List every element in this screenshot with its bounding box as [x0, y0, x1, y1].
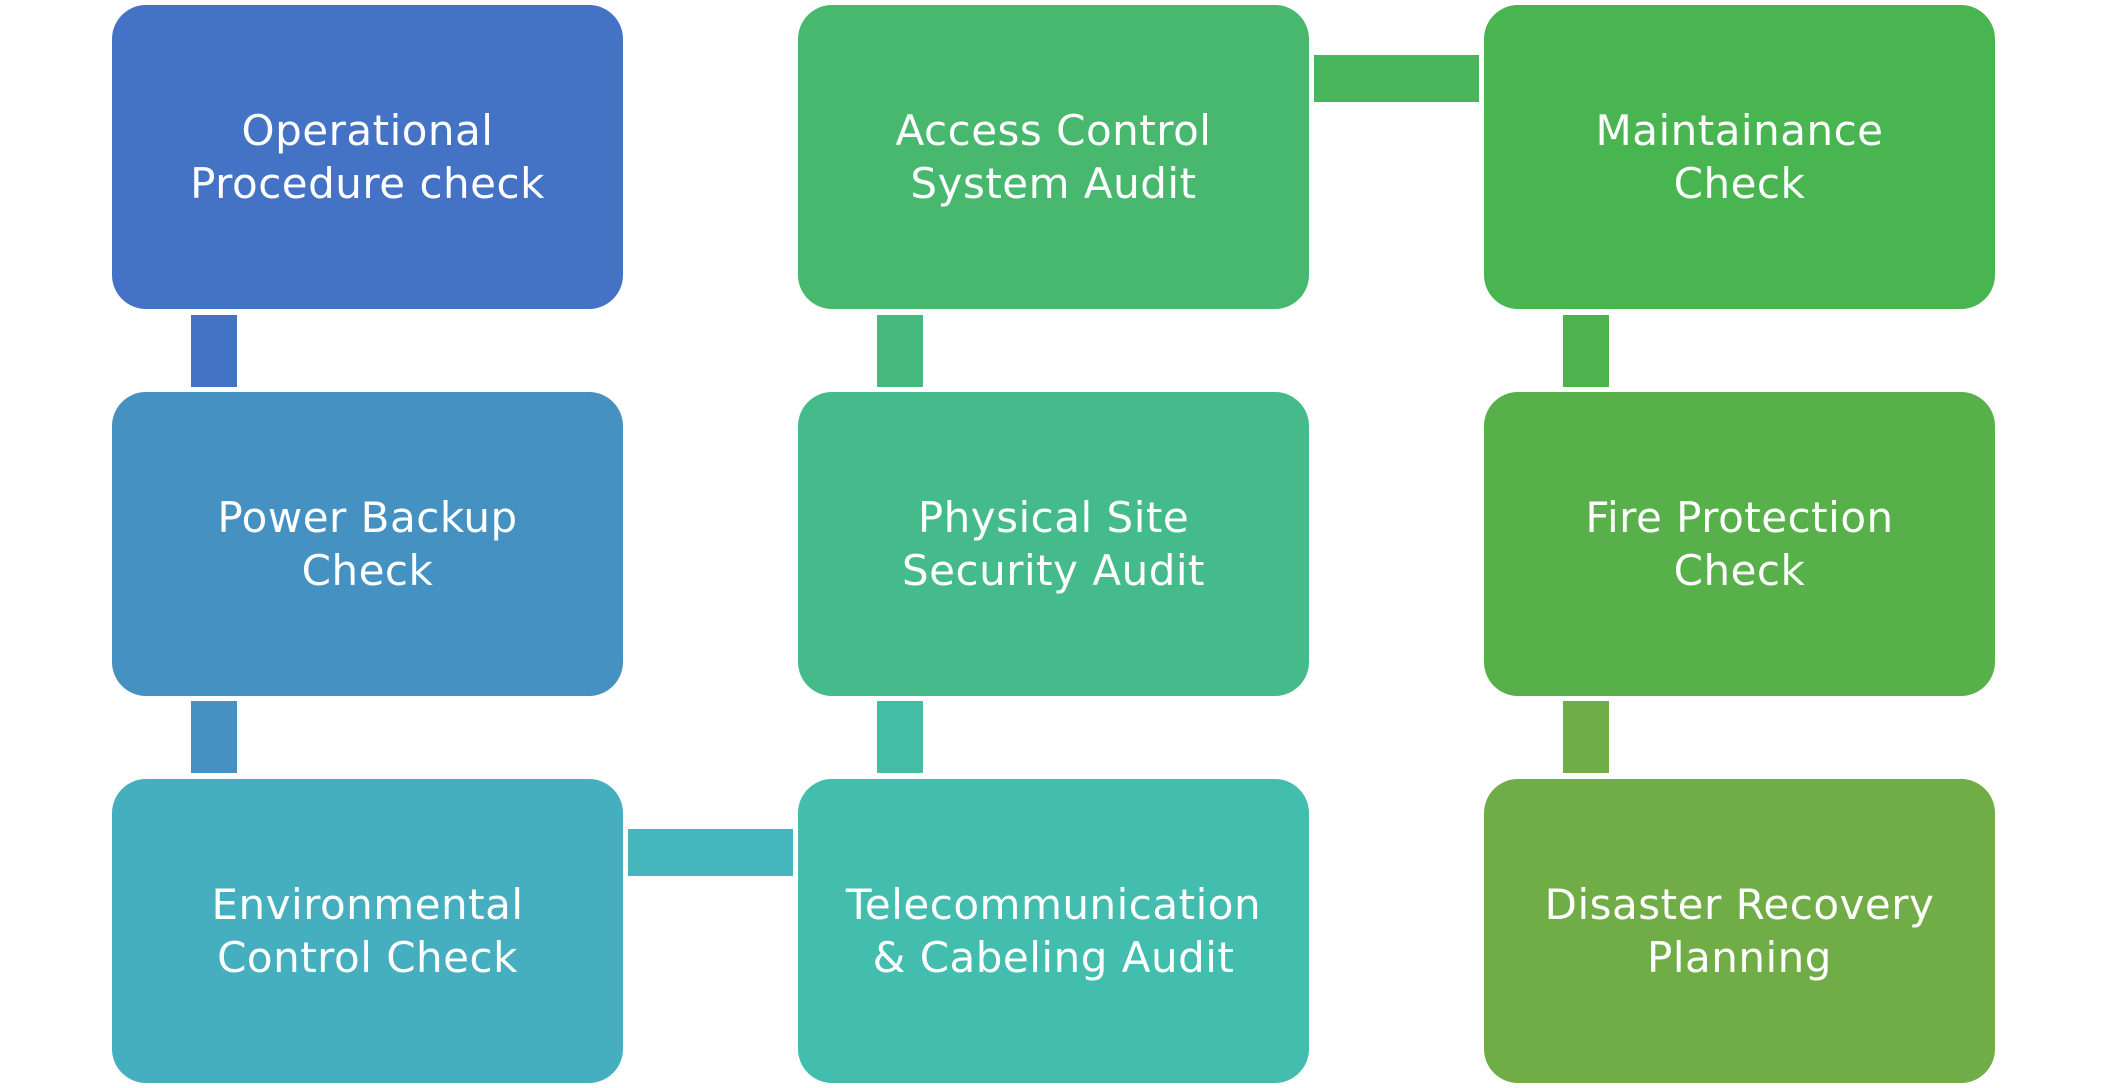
- node-label: Disaster Recovery Planning: [1545, 878, 1935, 984]
- node-label: Power Backup Check: [217, 491, 517, 597]
- node-label-line-1: Disaster Recovery: [1544, 880, 1935, 929]
- node-access-control-system-audit: Access Control System Audit: [798, 5, 1309, 309]
- connector-power-to-environmental: [191, 701, 237, 773]
- node-label-line-2: Security Audit: [902, 546, 1205, 595]
- connector-telecom-to-physical: [877, 701, 923, 773]
- node-physical-site-security-audit: Physical Site Security Audit: [798, 392, 1309, 696]
- connector-access-to-maintainance: [1314, 55, 1479, 102]
- node-label-line-2: System Audit: [910, 159, 1197, 208]
- node-label-line-1: Telecommunication: [845, 880, 1262, 929]
- node-telecommunication-cabeling-audit: Telecommunication & Cabeling Audit: [798, 779, 1309, 1083]
- node-label: Fire Protection Check: [1585, 491, 1893, 597]
- node-environmental-control-check: Environmental Control Check: [112, 779, 623, 1083]
- node-label: Telecommunication & Cabeling Audit: [846, 878, 1261, 984]
- connector-fire-to-disaster: [1563, 701, 1609, 773]
- node-label-line-1: Operational: [241, 106, 494, 155]
- connector-environmental-to-telecom: [628, 829, 793, 876]
- node-label: Access Control System Audit: [896, 104, 1212, 210]
- node-power-backup-check: Power Backup Check: [112, 392, 623, 696]
- connector-maintainance-to-fire: [1563, 315, 1609, 387]
- node-label: Physical Site Security Audit: [902, 491, 1205, 597]
- node-label-line-1: Maintainance: [1595, 106, 1884, 155]
- node-label-line-2: Control Check: [217, 933, 518, 982]
- node-label-line-1: Physical Site: [917, 493, 1190, 542]
- node-disaster-recovery-planning: Disaster Recovery Planning: [1484, 779, 1995, 1083]
- node-label-line-1: Access Control: [895, 106, 1212, 155]
- node-operational-procedure-check: Operational Procedure check: [112, 5, 623, 309]
- node-fire-protection-check: Fire Protection Check: [1484, 392, 1995, 696]
- node-maintainance-check: Maintainance Check: [1484, 5, 1995, 309]
- connector-operational-to-power: [191, 315, 237, 387]
- node-label-line-2: & Cabeling Audit: [872, 933, 1235, 982]
- node-label-line-2: Check: [1673, 546, 1806, 595]
- node-label-line-2: Check: [1673, 159, 1806, 208]
- node-label-line-1: Power Backup: [217, 493, 518, 542]
- node-label-line-2: Procedure check: [190, 159, 545, 208]
- node-label-line-2: Check: [301, 546, 434, 595]
- node-label-line-1: Environmental: [211, 880, 524, 929]
- node-label: Operational Procedure check: [190, 104, 545, 210]
- node-label: Maintainance Check: [1595, 104, 1883, 210]
- node-label-line-1: Fire Protection: [1585, 493, 1894, 542]
- node-label-line-2: Planning: [1647, 933, 1832, 982]
- node-label: Environmental Control Check: [211, 878, 523, 984]
- connector-physical-to-access: [877, 315, 923, 387]
